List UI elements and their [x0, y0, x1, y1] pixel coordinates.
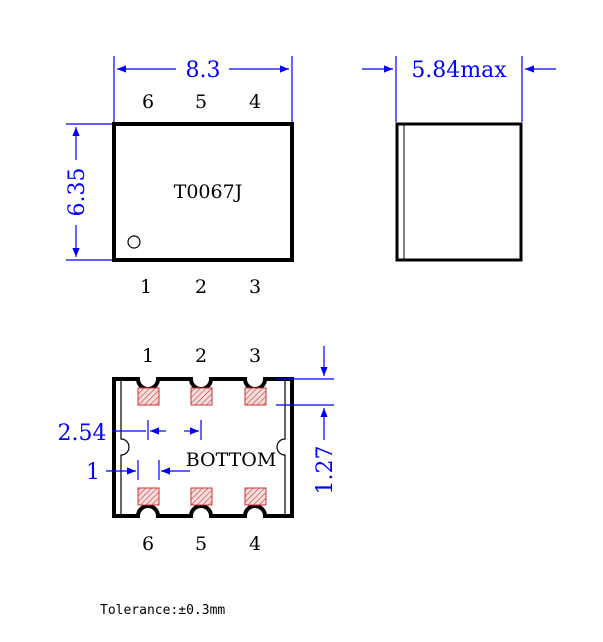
top-pin-label: 4 — [249, 91, 261, 113]
top-pin-label: 6 — [142, 91, 154, 113]
bottom-view-right-edge — [276, 381, 286, 514]
solder-pad — [190, 387, 213, 406]
side-view: 5.84max — [362, 56, 556, 262]
bottom-view: 1 2 3 6 5 4 BOTTOM 2.54 — [58, 345, 338, 555]
top-width-dimension — [113, 56, 293, 122]
bottom-pin-label: 2 — [195, 345, 207, 367]
solder-pad — [190, 487, 213, 506]
side-height-label: 5.84max — [411, 58, 507, 83]
part-marking: T0067J — [174, 181, 243, 203]
pad-width-dimension — [106, 460, 190, 480]
top-pin-label: 1 — [140, 276, 152, 298]
bottom-pin-label: 1 — [142, 345, 154, 367]
pad-height-dimension — [276, 346, 334, 440]
pin1-indicator-icon — [127, 235, 141, 249]
tolerance-note: Tolerance:±0.3mm — [100, 603, 225, 618]
solder-pad — [244, 387, 267, 406]
pitch-label: 2.54 — [58, 421, 107, 446]
top-width-label: 8.3 — [186, 58, 221, 83]
side-height-dimension — [362, 56, 556, 122]
bottom-pin-label: 6 — [142, 533, 154, 555]
bottom-view-left-edge — [120, 381, 130, 514]
top-view: 8.3 6.35 T0067J 6 5 4 1 2 3 — [65, 56, 294, 298]
top-height-label: 6.35 — [65, 168, 90, 217]
pad-height-label: 1.27 — [313, 446, 338, 495]
top-pin-label: 5 — [195, 91, 207, 113]
bottom-view-body — [112, 377, 294, 518]
bottom-pin-label: 5 — [195, 533, 207, 555]
top-view-body — [112, 122, 294, 262]
solder-pad — [137, 487, 160, 506]
solder-pad — [137, 387, 160, 406]
top-height-dimension — [66, 123, 112, 261]
solder-pad — [244, 487, 267, 506]
top-pin-label: 3 — [249, 276, 261, 298]
pitch-dimension — [112, 420, 202, 440]
side-view-body — [395, 122, 523, 262]
top-pin-label: 2 — [195, 276, 207, 298]
pad-width-label: 1 — [86, 460, 100, 485]
bottom-view-label: BOTTOM — [186, 449, 277, 471]
bottom-pin-label: 3 — [249, 345, 261, 367]
bottom-pin-label: 4 — [249, 533, 261, 555]
